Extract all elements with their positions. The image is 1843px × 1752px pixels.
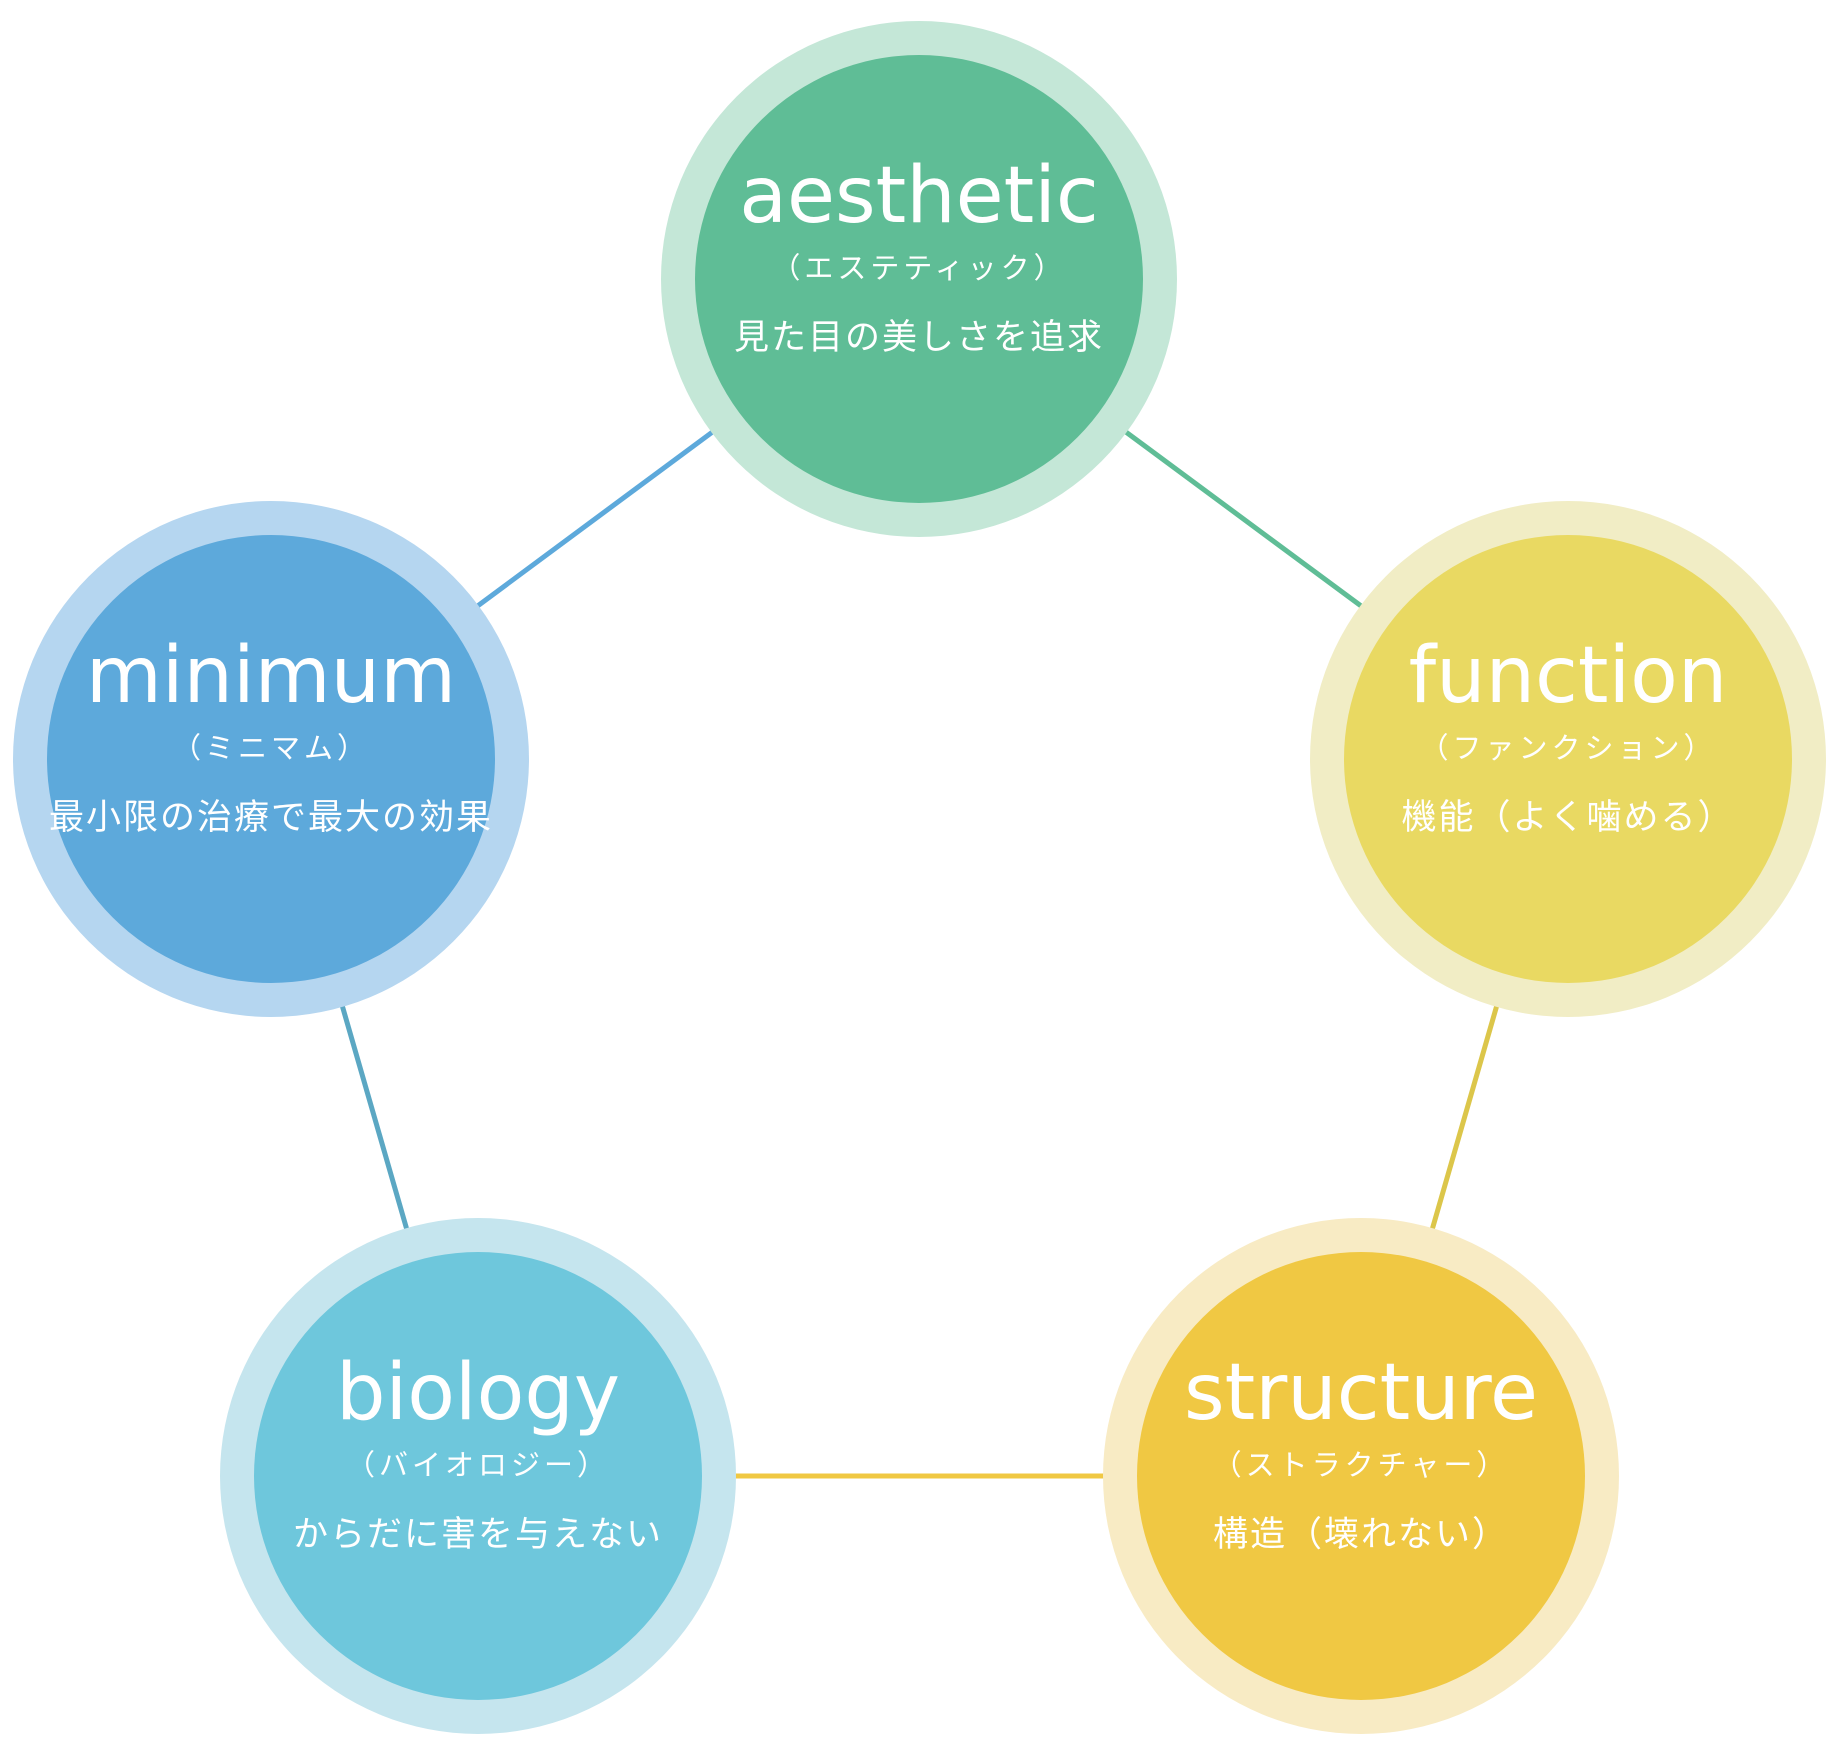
node-circle-structure [1137, 1252, 1585, 1700]
node-function: function （ファンクション） 機能（よく噛める） [1310, 501, 1826, 1017]
node-title-structure: structure [1184, 1348, 1538, 1438]
node-description-aesthetic: 見た目の美しさを追求 [734, 318, 1104, 358]
node-description-minimum: 最小限の治療で最大の効果 [49, 798, 493, 838]
node-circle-biology [254, 1252, 702, 1700]
node-circle-aesthetic [695, 55, 1143, 503]
node-circle-minimum [47, 535, 495, 983]
node-reading-aesthetic: （エステティック） [771, 251, 1066, 285]
node-reading-biology: （バイオロジー） [346, 1448, 610, 1482]
node-description-biology: からだに害を与えない [293, 1515, 663, 1555]
node-description-function: 機能（よく噛める） [1401, 798, 1734, 838]
node-aesthetic: aesthetic （エステティック） 見た目の美しさを追求 [661, 21, 1177, 537]
node-title-function: function [1409, 631, 1728, 721]
node-biology: biology （バイオロジー） からだに害を与えない [220, 1218, 736, 1734]
node-structure: structure （ストラクチャー） 構造（壊れない） [1103, 1218, 1619, 1734]
node-reading-structure: （ストラクチャー） [1213, 1448, 1510, 1482]
node-description-structure: 構造（壊れない） [1213, 1515, 1509, 1555]
node-reading-function: （ファンクション） [1419, 731, 1716, 765]
node-title-aesthetic: aesthetic [739, 151, 1099, 241]
node-title-biology: biology [336, 1348, 620, 1438]
node-title-minimum: minimum [86, 631, 456, 721]
node-circle-function [1344, 535, 1792, 983]
node-minimum: minimum （ミニマム） 最小限の治療で最大の効果 [13, 501, 529, 1017]
node-layer: aesthetic （エステティック） 見た目の美しさを追求 function （ファン… [13, 21, 1826, 1734]
node-reading-minimum: （ミニマム） [172, 731, 370, 765]
